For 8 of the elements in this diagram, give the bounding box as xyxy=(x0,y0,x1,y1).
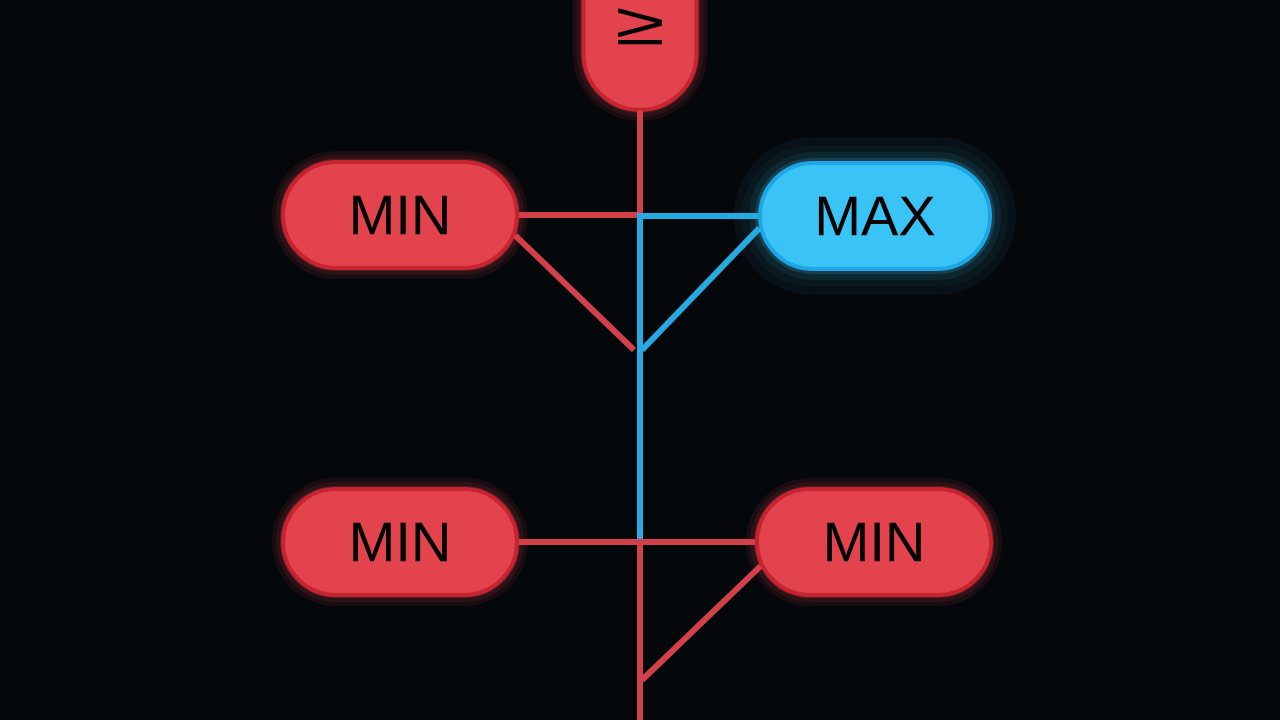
connector-line xyxy=(519,539,755,545)
pill-box: MAX xyxy=(734,137,1016,295)
pill-box: MIN xyxy=(746,478,1002,606)
connector-line xyxy=(519,212,637,218)
connector-line xyxy=(513,233,637,353)
pill-box: MIN xyxy=(272,151,528,279)
pill-box: MIN xyxy=(272,478,528,606)
pill-box: ≥ xyxy=(572,0,708,121)
